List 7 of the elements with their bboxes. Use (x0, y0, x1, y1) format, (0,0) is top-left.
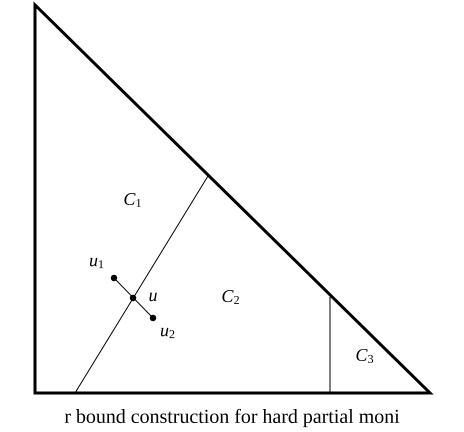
region-label: C$_{1}$ (124, 193, 141, 207)
caption: r bound construction for hard partial moni (64, 408, 400, 428)
region-label: u$_{2}$ (160, 328, 174, 338)
region-label: C$_{2}$ (222, 290, 239, 304)
region-label: C$_{3}$ (356, 349, 374, 363)
region-label: u$_{1}$ (90, 258, 104, 268)
region-label: u (149, 292, 157, 302)
